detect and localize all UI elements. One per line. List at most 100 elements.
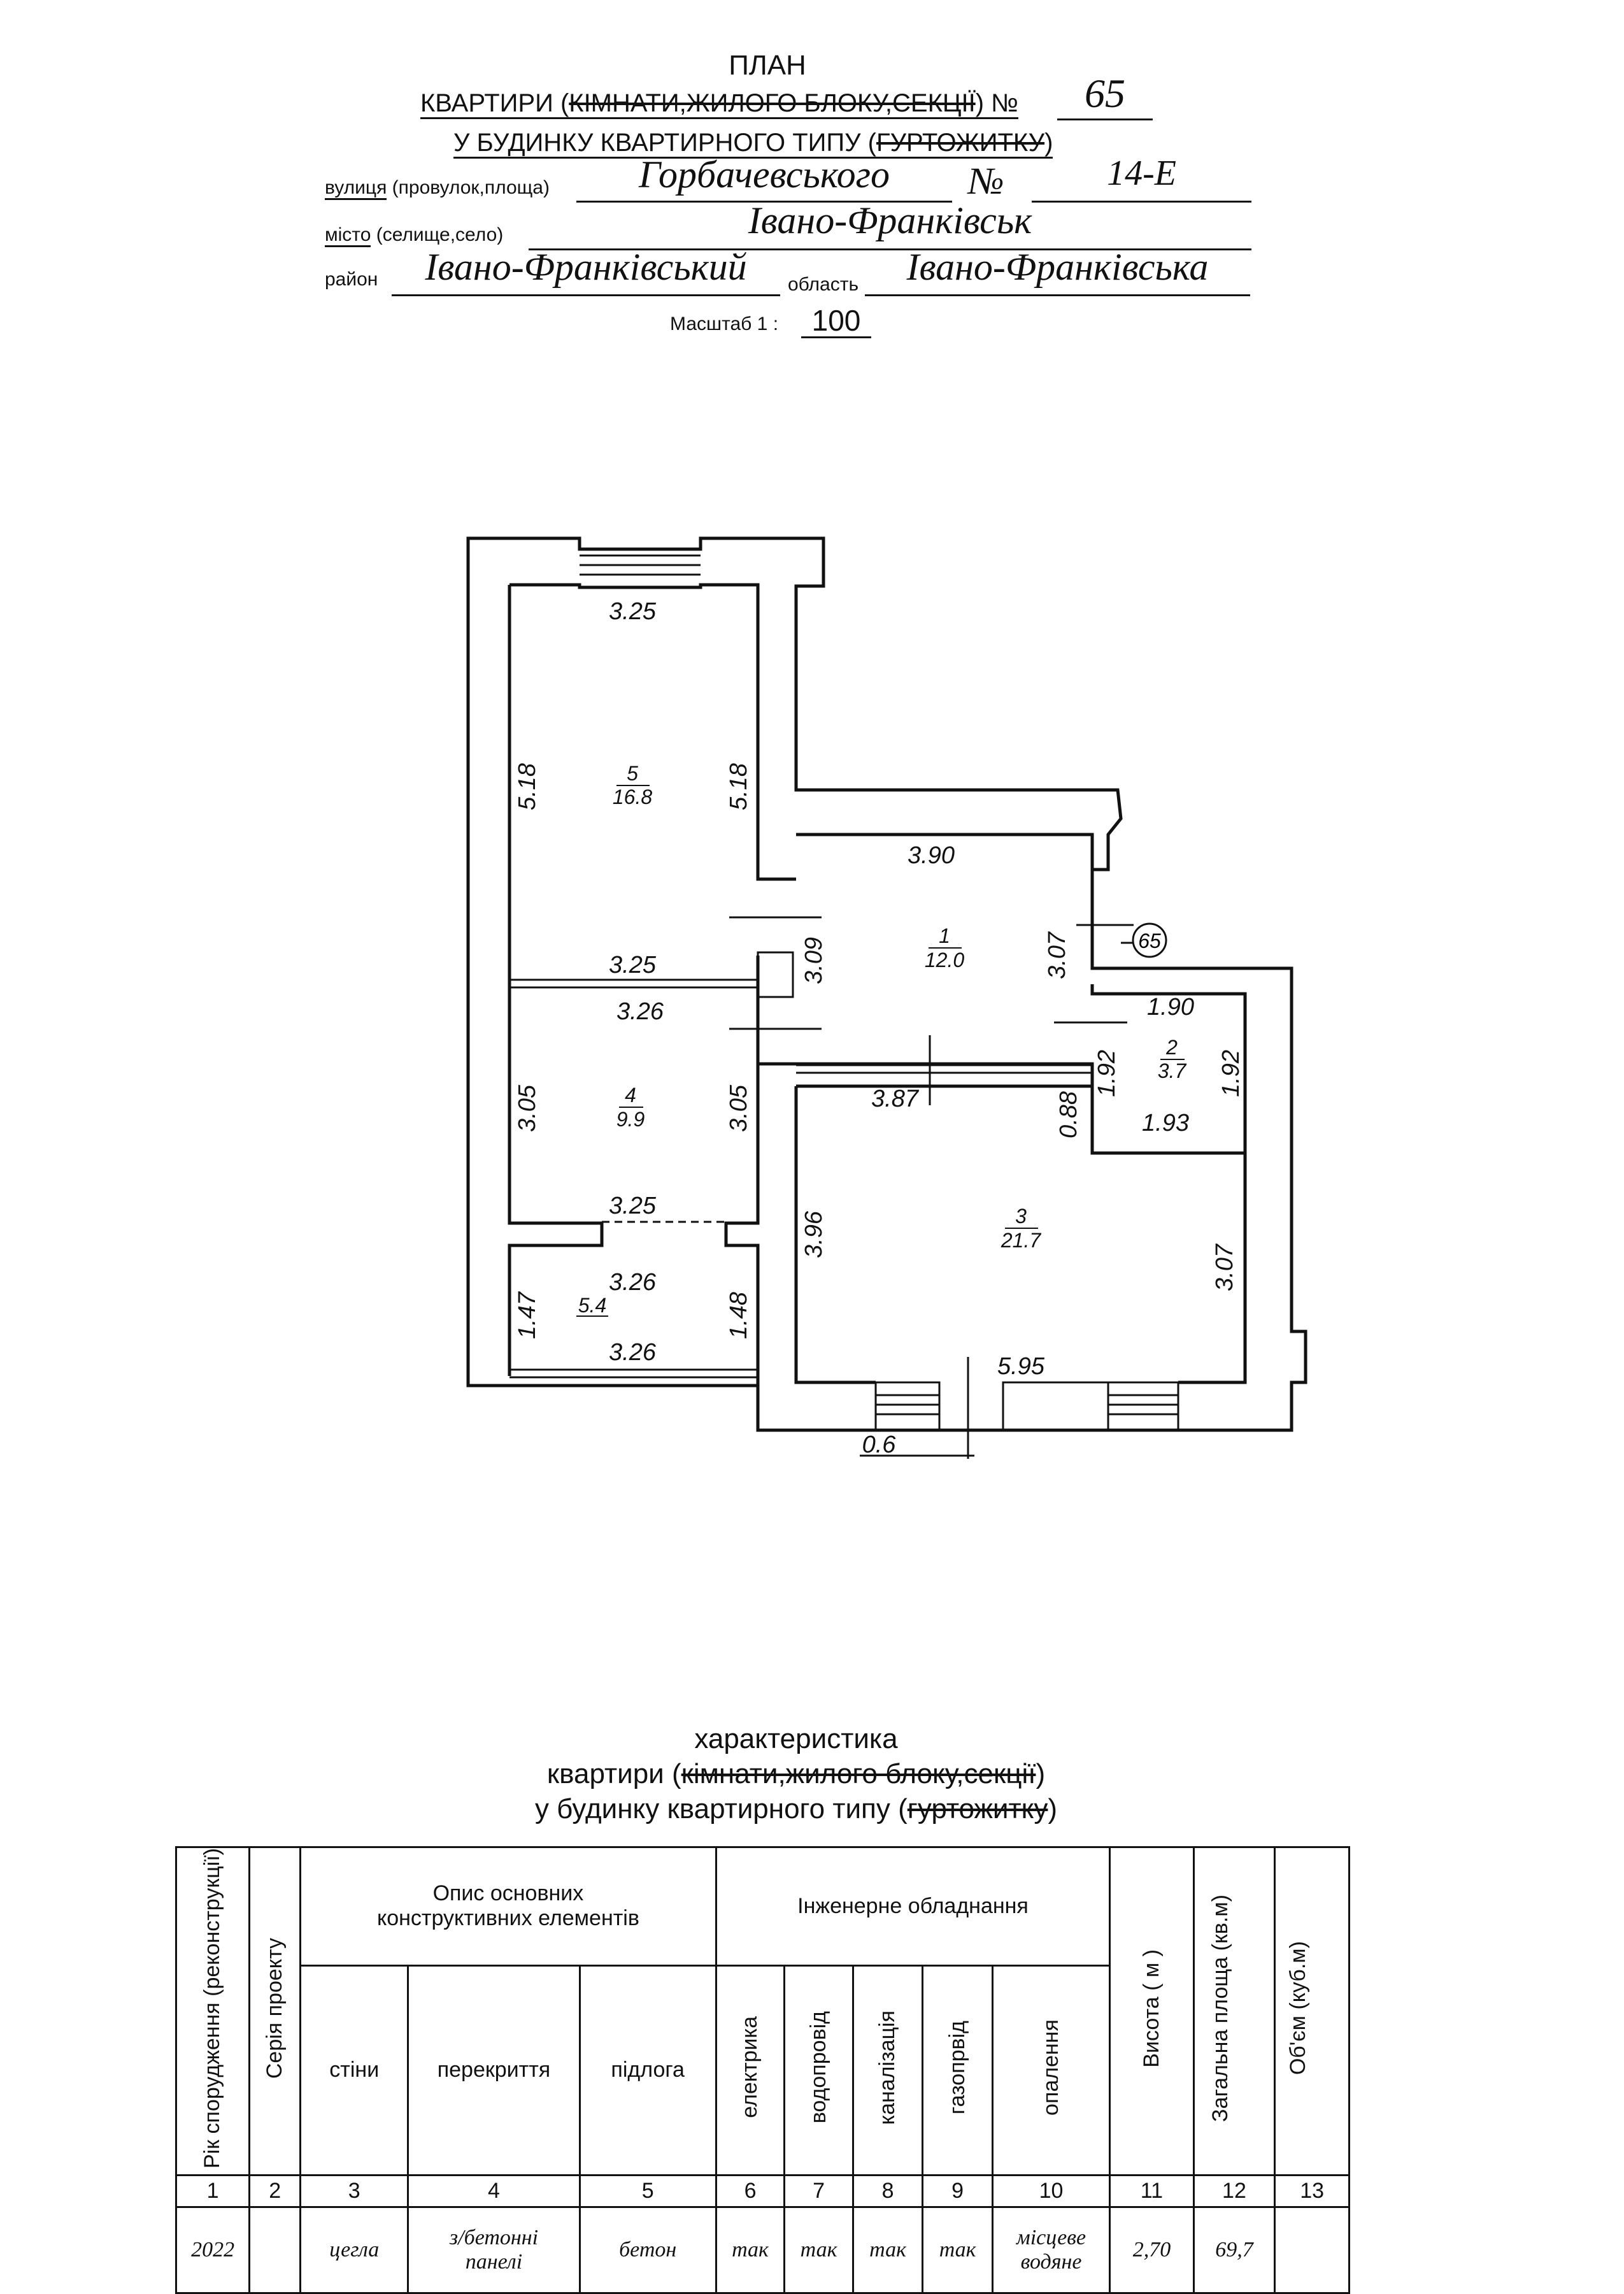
dim-sill: 0.6 [862,1431,897,1458]
scale-underline [801,336,871,338]
dim-r4-top: 3.26 [616,998,664,1025]
hdr-gas: газопрвід [922,1964,994,2177]
dim-r3-top: 3.87 [871,1086,920,1112]
cell-floors-line2: панелі [465,2250,523,2274]
balcony-area: 5.4 [578,1294,606,1317]
apartment-line-prefix: КВАРТИРИ ( [420,89,569,117]
dim-r3-bottom: 5.95 [997,1353,1045,1380]
building-type-line: У БУДИНКУ КВАРТИРНОГО ТИПУ (ГУРТОЖИТКУ) [453,129,1154,159]
hdr-elements: Опис основних конструктивних елементів [299,1846,717,1967]
cell-year: 2022 [175,2206,251,2294]
plan-title: ПЛАН [729,50,806,81]
col-number: 2 [248,2174,302,2209]
cell-floors-line1: з/бетонні [449,2226,539,2250]
cell-heating-line2: водяне [1020,2250,1082,2274]
dim-balc-bottom: 3.26 [609,1339,657,1366]
apartment-number: 65 [1057,70,1153,120]
dim-r5-bottom: 3.25 [609,952,657,979]
hdr-area: Загальна площа (кв.м) [1192,1846,1276,2177]
apartment-marker: 65 [1138,929,1161,952]
char-line2: у будинку квартирного типу (гуртожитку) [382,1793,1210,1825]
city-label-main: місто [325,224,371,247]
dim-r4-left: 3.05 [514,1084,541,1132]
cell-heating-line1: місцеве [1016,2226,1086,2250]
hdr-floor: підлога [578,1964,717,2177]
room5-area: 16.8 [613,785,652,808]
char-line1: квартири (кімнати,жилого блоку,секції) [446,1758,1146,1790]
col-number: 4 [407,2174,581,2209]
floor-plan: 65 3.25 5.18 5.18 3.25 3.26 3.05 3.05 3.… [466,536,1307,1459]
street-label-main: вулиця [325,177,387,200]
building-line-prefix: У БУДИНКУ КВАРТИРНОГО ТИПУ ( [453,129,876,157]
struck-text: гуртожитку [907,1793,1048,1824]
city-label: місто (селище,село) [325,224,504,247]
cell-volume [1274,2206,1350,2294]
dim-r5-left: 5.18 [514,763,541,810]
dim-r4-right: 3.05 [725,1084,752,1132]
inner-wall-left-lower [508,585,604,1376]
hdr-series: Серія проекту [248,1846,302,2177]
dim-r2-left: 1.92 [1093,1050,1120,1097]
region-underline [865,294,1250,296]
city-underline [529,248,1251,250]
cell-electric: так [715,2206,786,2294]
room4-area: 9.9 [616,1108,645,1131]
room4-no: 4 [625,1084,636,1107]
char-line2-prefix: у будинку квартирного типу ( [534,1793,908,1824]
col-number: 8 [851,2174,924,2209]
city-value: Івано-Франківськ [748,199,1032,241]
house-underline [1032,201,1251,203]
street-label-rest: (провулок,площа) [387,177,550,198]
outer-wall [466,536,1307,1432]
hdr-floors-between: перекриття [407,1964,581,2177]
col-number: 13 [1274,2174,1350,2209]
hdr-electric: електрика [715,1964,786,2177]
col-number: 3 [299,2174,410,2209]
hdr-engineering: Інженерне обладнання [715,1846,1111,1967]
dim-balc-left: 1.47 [514,1291,541,1339]
room1-no: 1 [939,924,950,947]
district-label: район [325,269,378,290]
cell-height: 2,70 [1109,2206,1195,2294]
col-number: 11 [1109,2174,1195,2209]
cell-gas: так [922,2206,994,2294]
hdr-sewer: каналізація [851,1964,924,2177]
hdr-volume: Об'єм (куб.м) [1274,1846,1350,2177]
cell-walls: цегла [299,2206,410,2294]
struck-text: кімнати,жилого блоку,секції [681,1758,1036,1789]
cell-floor: бетон [578,2206,717,2294]
dim-r1-right: 3.07 [1044,931,1071,979]
characteristics-table: Рік спорудження (реконструкції) Серія пр… [175,1846,1350,2294]
room3-right [1178,1153,1247,1384]
scale-label: Масштаб 1 : [670,313,779,334]
district-underline [392,294,780,296]
inner-wall-partition [756,956,796,1066]
district-value: Івано-Франківський [425,246,747,288]
col-number: 7 [783,2174,854,2209]
street-value: Горбачевського [638,154,890,196]
room2-no: 2 [1165,1036,1178,1059]
room3-bottom [794,1086,876,1384]
room1-area: 12.0 [925,949,964,971]
char-title: характеристика [694,1723,898,1754]
char-line1-suffix: ) [1036,1758,1046,1789]
dim-r3-right: 3.07 [1211,1243,1238,1291]
inner-wall-left [509,583,796,881]
apartment-line: КВАРТИРИ (КІМНАТИ,ЖИЛОГО БЛОКУ,СЕКЦІЇ) №… [420,71,1185,120]
house-number: 14-Е [1107,154,1176,193]
hdr-year: Рік спорудження (реконструкції) [175,1846,251,2177]
cell-area: 69,7 [1192,2206,1276,2294]
char-line1-prefix: квартири ( [546,1758,681,1789]
room2-area: 3.7 [1158,1059,1187,1082]
building-line-suffix: ) [1044,129,1053,157]
cell-water: так [783,2206,854,2294]
city-label-rest: (селище,село) [371,224,504,245]
cell-sewer: так [851,2206,924,2294]
dim-r1-left: 3.09 [801,937,827,984]
region-label: область [788,274,859,295]
dim-balc-right: 1.48 [725,1292,752,1339]
dim-r2-right: 1.92 [1218,1050,1244,1097]
